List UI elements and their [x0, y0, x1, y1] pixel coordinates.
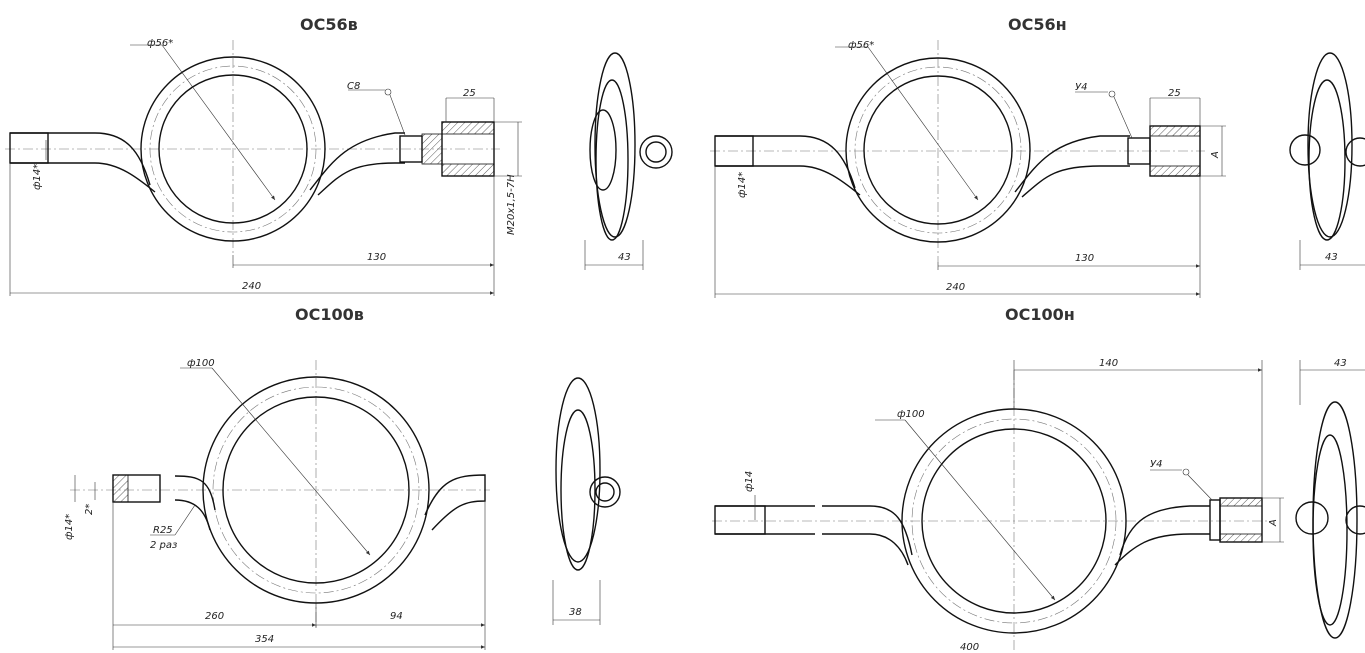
- dim-oc56n-a: А: [1210, 151, 1221, 159]
- dim-oc100v-ring: ф100: [187, 358, 215, 369]
- dim-oc100n-center: 140: [1099, 358, 1118, 369]
- coil-outer: [140, 56, 326, 242]
- drawing-oc100v: ф100 ф14* 2* R25 2 раз 260 94 354 38: [64, 358, 621, 650]
- dim-oc100n-marker: У4: [1150, 459, 1162, 470]
- title-oc56n: ОС56н: [1008, 15, 1067, 34]
- dim-oc100n-a: А: [1268, 519, 1279, 527]
- coil-inner: [158, 74, 308, 224]
- dim-oc100v-radius-note: 2 раз: [150, 540, 177, 551]
- dim-oc100n-ring: ф100: [897, 409, 925, 420]
- dim-oc100n-side: 43: [1334, 358, 1347, 369]
- dim-oc56n-tube: ф14*: [737, 172, 748, 198]
- dim-oc100v-left: 260: [205, 611, 224, 622]
- dim-oc100n-tube: ф14: [744, 471, 755, 492]
- dim-oc100v-tube: ф14*: [64, 514, 75, 540]
- dim-oc56v-ring: ф56*: [147, 38, 173, 49]
- drawing-oc56v: ф56* ф14* С8 25 M20x1,5-7H 130 240 43: [5, 38, 673, 296]
- dim-oc56v-center: 130: [367, 252, 386, 263]
- dim-oc56v-nut: 25: [463, 88, 476, 99]
- dim-oc56n-center: 130: [1075, 253, 1094, 264]
- dim-oc56n-nut: 25: [1168, 88, 1181, 99]
- dim-oc56n-marker: У4: [1075, 82, 1087, 93]
- title-oc100n: ОС100н: [1005, 305, 1075, 324]
- dim-oc56v-side: 43: [618, 252, 631, 263]
- dim-oc100v-radius: R25: [153, 525, 173, 536]
- dim-oc100v-side: 38: [569, 607, 582, 618]
- title-oc56v: ОС56в: [300, 15, 358, 34]
- dim-oc100v-right: 94: [390, 611, 403, 622]
- dim-oc56v-total: 240: [242, 281, 261, 292]
- dim-oc100v-bevel: 2*: [84, 504, 95, 515]
- drawing-oc100n: 140 ф100 ф14 У4 А 400 43: [712, 358, 1365, 653]
- dim-oc100v-total: 354: [255, 634, 274, 645]
- title-oc100v: ОС100в: [295, 305, 364, 324]
- dim-oc56n-total: 240: [946, 282, 965, 293]
- drawing-oc56n: ф56* ф14* У4 25 А 130 240 43: [710, 40, 1365, 298]
- dim-oc56v-thread: M20x1,5-7H: [506, 174, 517, 235]
- dim-oc56n-side: 43: [1325, 252, 1338, 263]
- dim-oc56v-marker: С8: [347, 81, 360, 92]
- dim-oc56v-tube: ф14*: [32, 164, 43, 190]
- dim-oc56n-ring: ф56*: [848, 40, 874, 51]
- dim-oc100n-total: 400: [960, 642, 979, 653]
